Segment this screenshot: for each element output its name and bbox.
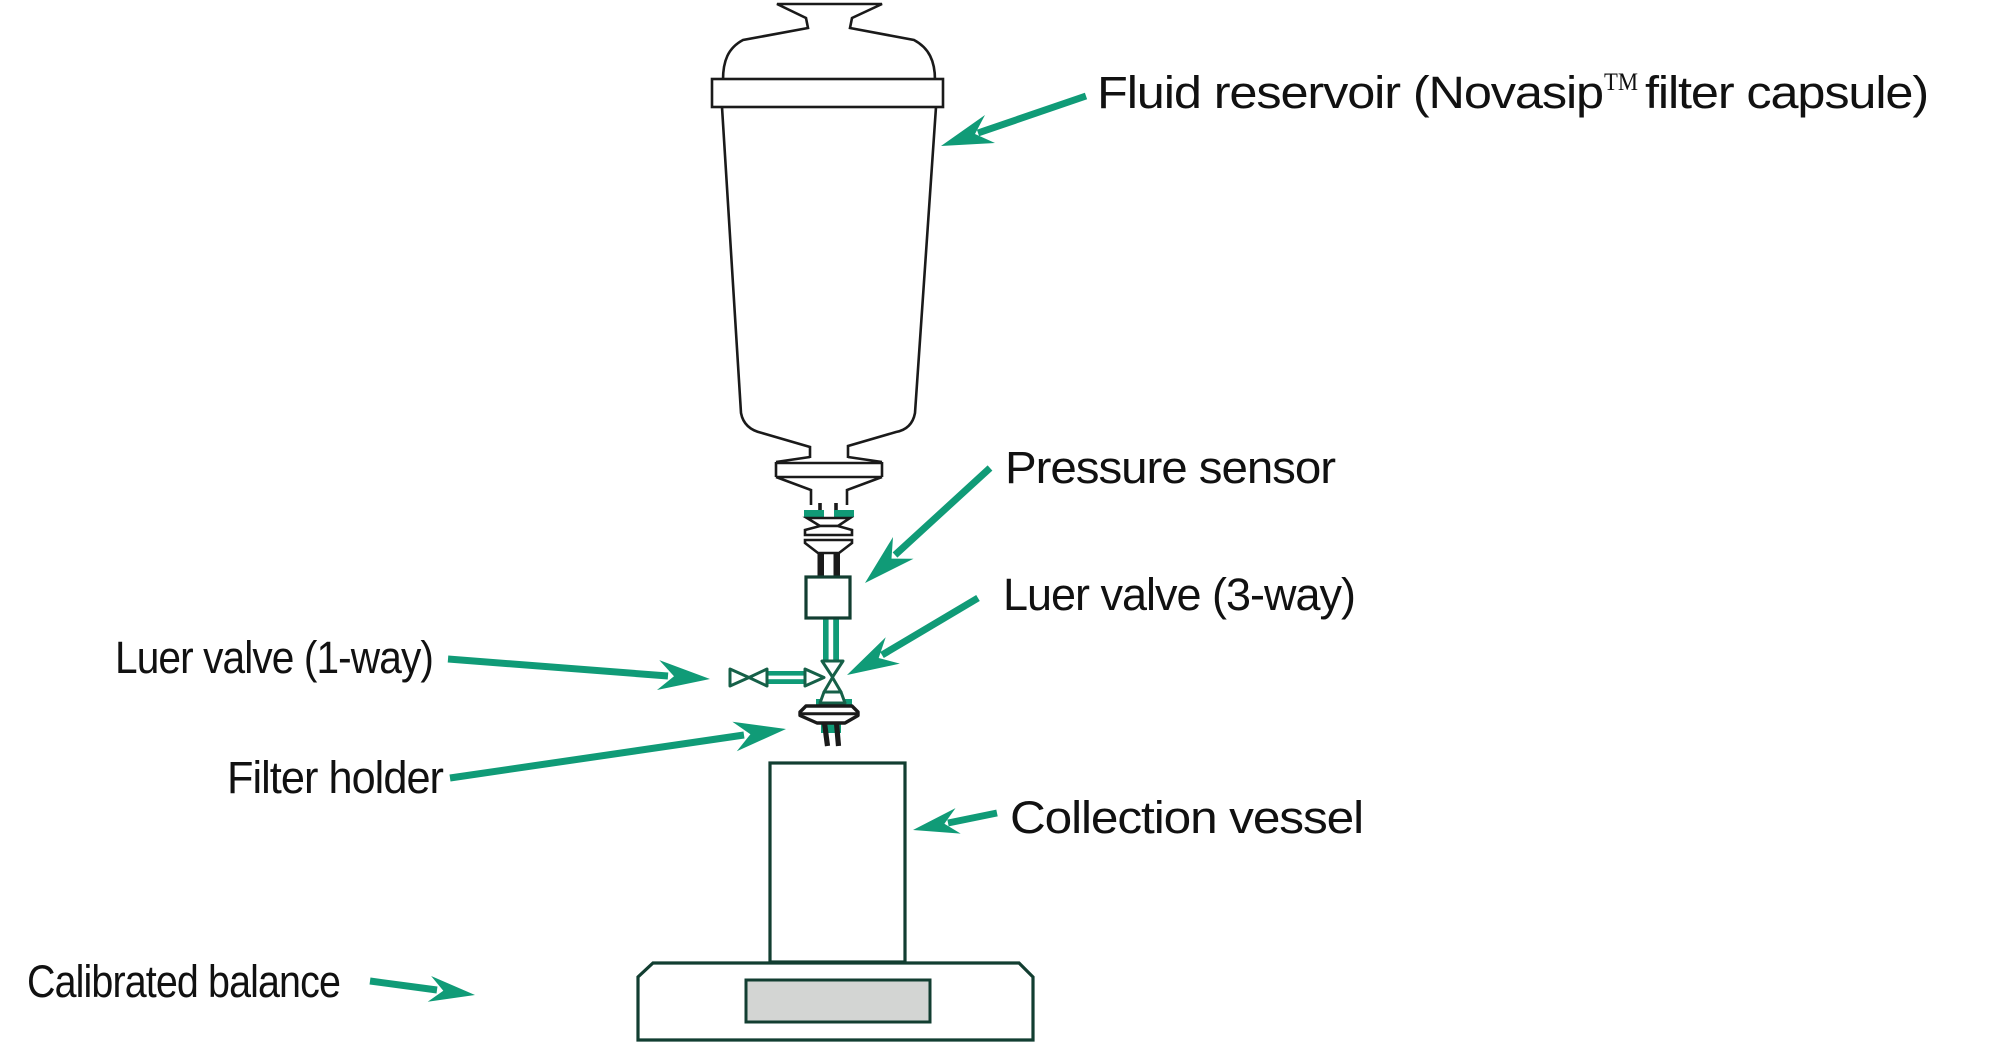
- tube-sensor-to-valve-gap: [828, 616, 834, 664]
- calibrated-balance-label: Calibrated balance: [27, 956, 340, 1007]
- sensor-inlet-tube-right: [833, 553, 840, 576]
- valve3-bottom-port: [822, 676, 843, 694]
- coupling-lower: [803, 524, 854, 537]
- calibrated-balance: [636, 961, 1035, 1042]
- luer-valve-1way: [728, 667, 769, 688]
- outlet-disc-fitting: [774, 455, 884, 505]
- filter-holder-outlet-left: [821, 722, 831, 747]
- filter-holder-label: Filter holder: [227, 752, 444, 803]
- collection-vessel-arrow: [913, 808, 998, 834]
- calibrated-balance-arrow: [369, 976, 475, 1002]
- valve1-right-triangle: [747, 667, 769, 688]
- pressure-sensor-body: [804, 575, 852, 620]
- collection-vessel: [768, 761, 907, 964]
- filter-holder-outlet-right: [833, 722, 842, 747]
- fluid-reservoir: [710, 2, 945, 458]
- pressure-sensor: [804, 575, 852, 620]
- pressure-sensor-label: Pressure sensor: [1005, 442, 1336, 493]
- fluid-reservoir-label-tm: TM: [1604, 69, 1638, 96]
- tube-1way-to-3way-gap: [764, 675, 808, 680]
- filter-holder-arrow: [449, 721, 786, 782]
- luer-valve-3way-arrow: [847, 594, 980, 675]
- sensor-inlet-flare: [803, 538, 854, 555]
- fluid-reservoir-arrow: [941, 92, 1088, 146]
- outlet-fittings: [774, 455, 884, 576]
- reservoir-collar-band: [710, 77, 945, 109]
- filter-holder: [798, 704, 860, 747]
- reservoir-body-left: [720, 106, 812, 458]
- fluid-reservoir-label-tail: filter capsule): [1645, 67, 1928, 118]
- luer-valve-1way-arrow: [447, 655, 710, 690]
- pressure-sensor-arrow: [865, 465, 993, 583]
- luer-valve-1way-label: Luer valve (1-way): [115, 632, 433, 683]
- balance-display: [744, 978, 932, 1024]
- collection-vessel-body: [768, 761, 907, 964]
- coupling-dash-left: [804, 510, 824, 517]
- valve3-lower-flare: [818, 690, 847, 705]
- valve3-top-port: [820, 659, 845, 679]
- collection-vessel-label: Collection vessel: [1010, 792, 1363, 843]
- fluid-reservoir-label: Fluid reservoir (Novasip: [1097, 67, 1603, 118]
- luer-valve-3way-label: Luer valve (3-way): [1003, 569, 1355, 620]
- labels: Fluid reservoir (Novasip TM filter capsu…: [27, 67, 1929, 1007]
- reservoir-body-right: [846, 106, 938, 458]
- leader-arrows: [369, 92, 1088, 1002]
- luer-valve-3way: [803, 659, 847, 705]
- valve1-left-triangle: [728, 667, 751, 688]
- coupling-dash-right: [834, 510, 854, 517]
- reservoir-cap: [721, 2, 937, 81]
- sensor-inlet-tube-left: [817, 553, 824, 576]
- valve3-left-port: [803, 667, 826, 688]
